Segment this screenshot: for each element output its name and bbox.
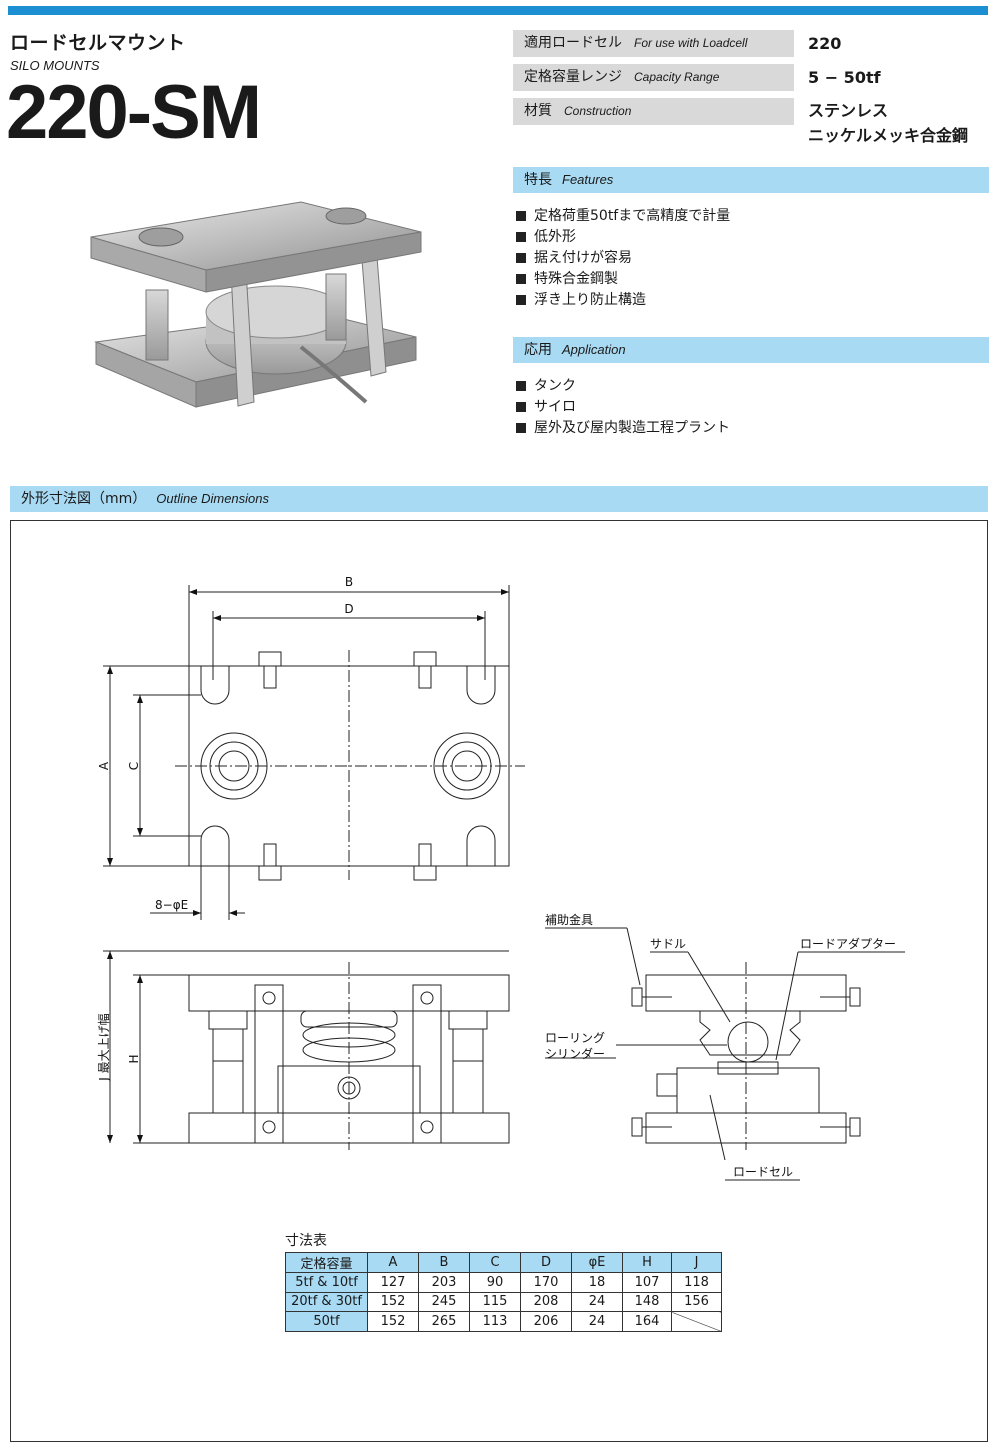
dim-label-b: B	[345, 575, 353, 589]
outline-header: 外形寸法図（mm）Outline Dimensions	[10, 486, 988, 512]
application-list: タンク サイロ 屋外及び屋内製造工程プラント	[516, 376, 730, 439]
dim-label-hole: 8−φE	[155, 898, 188, 912]
spec-value: 220	[808, 34, 842, 53]
dim-label-j: J 最大上げ幅	[96, 1013, 111, 1081]
dim-label-c: C	[127, 762, 141, 770]
dim-label-h: H	[127, 1054, 141, 1063]
list-item: 浮き上り防止構造	[516, 290, 730, 311]
table-row: 20tf & 30tf 152 245 115 208 24 148 156	[285, 1291, 722, 1312]
table-row: 50tf 152 265 113 206 24 164	[285, 1311, 722, 1332]
label-loadcell: ロードセル	[733, 1165, 793, 1179]
dim-label-a: A	[97, 761, 111, 770]
list-item: タンク	[516, 376, 730, 397]
model-number: 220-SM	[6, 70, 262, 155]
table-row: 5tf & 10tf 127 203 90 170 18 107 118	[285, 1272, 722, 1293]
list-item: 屋外及び屋内製造工程プラント	[516, 418, 730, 439]
label-saddle: サドル	[650, 937, 686, 951]
list-item: 定格荷重50tfまで高精度で計量	[516, 206, 730, 227]
product-photo	[90, 201, 422, 408]
dimension-table: 定格容量 A B C D φE H J 5tf & 10tf 127 203 9…	[285, 1252, 722, 1332]
spec-value: 5 − 50tf	[808, 68, 881, 87]
drawing-frame	[10, 520, 988, 1442]
empty-cell	[671, 1311, 722, 1332]
list-item: 特殊合金鋼製	[516, 269, 730, 290]
top-accent-bar	[8, 6, 988, 15]
dim-table-title: 寸法表	[285, 1233, 327, 1249]
dim-label-d: D	[344, 602, 353, 616]
label-rolling-1: ローリング	[545, 1031, 605, 1045]
product-title-jp: ロードセルマウント	[10, 32, 186, 54]
label-rolling-2: シリンダー	[545, 1046, 605, 1061]
label-adapter: ロードアダプター	[800, 936, 896, 951]
product-title-en: SILO MOUNTS	[10, 58, 100, 73]
features-list: 定格荷重50tfまで高精度で計量 低外形 据え付けが容易 特殊合金鋼製 浮き上り…	[516, 206, 730, 311]
spec-value: ステンレス ニッケルメッキ合金鋼	[808, 101, 969, 145]
table-header-row: 定格容量 A B C D φE H J	[285, 1252, 722, 1273]
list-item: 低外形	[516, 227, 730, 248]
list-item: 据え付けが容易	[516, 248, 730, 269]
list-item: サイロ	[516, 397, 730, 418]
label-support: 補助金具	[545, 912, 593, 927]
